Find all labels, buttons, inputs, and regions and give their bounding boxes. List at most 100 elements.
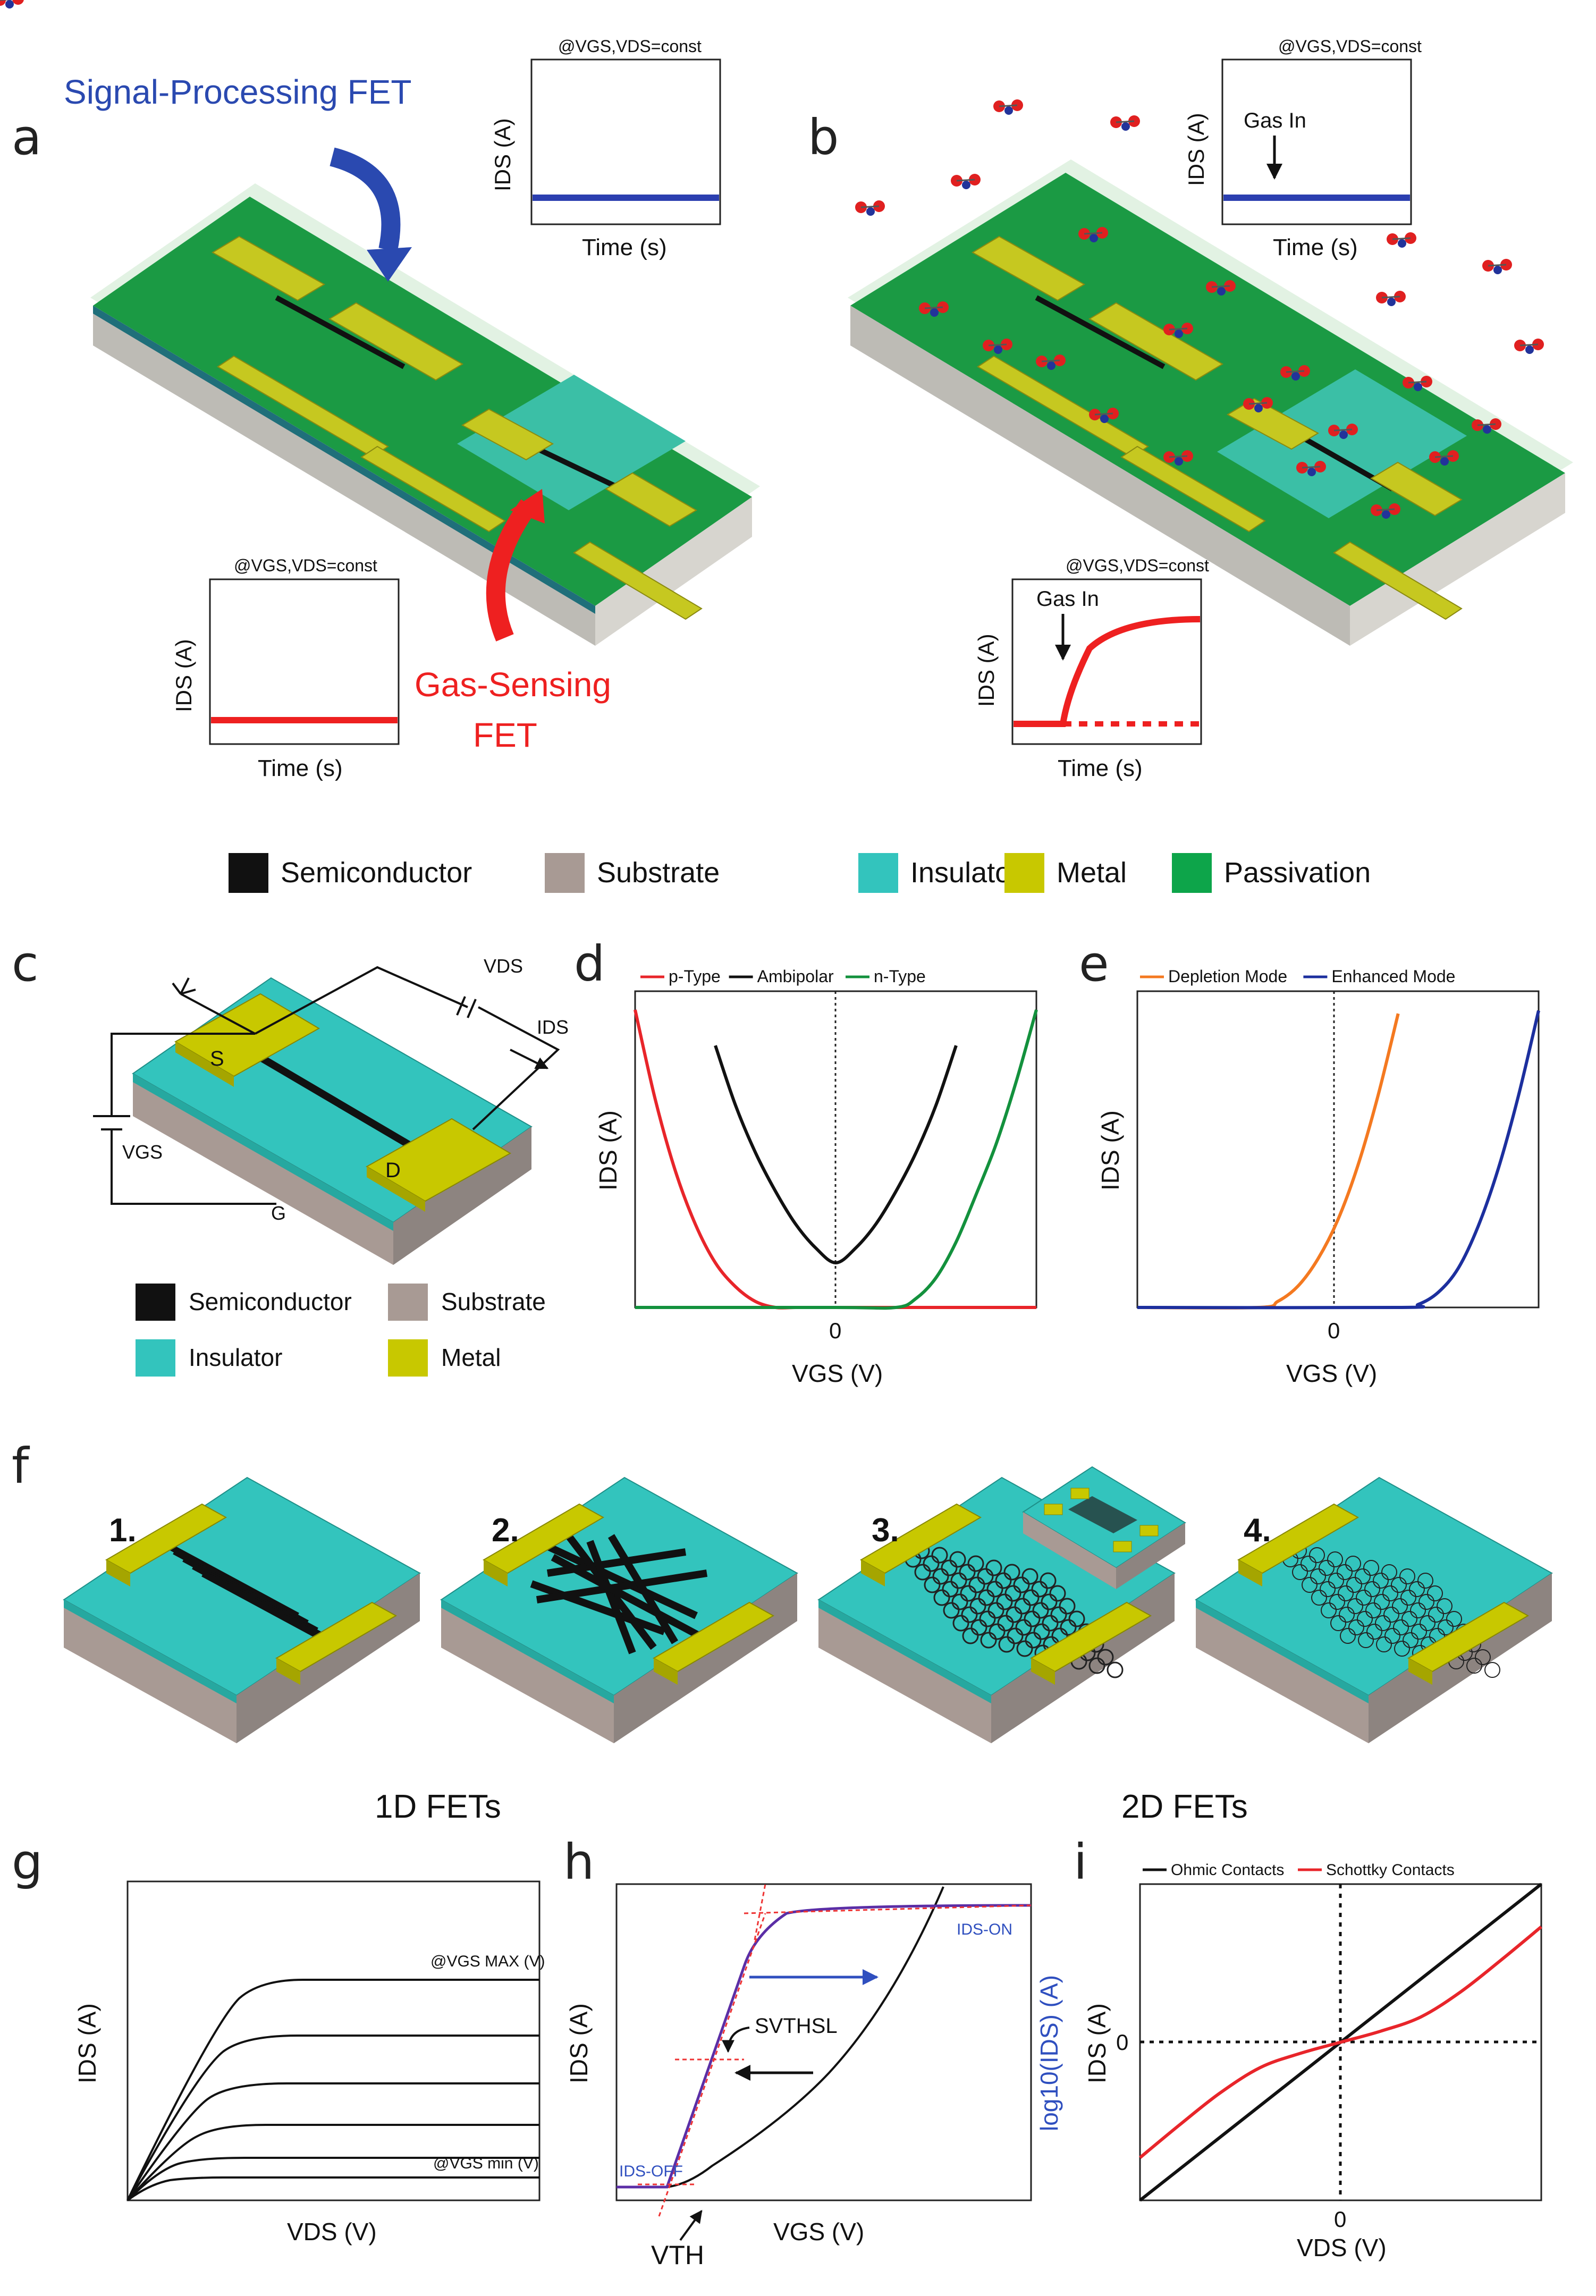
legend-label: Ambipolar <box>757 967 834 986</box>
legend-label: Semiconductor <box>189 1288 352 1315</box>
inset-xlabel: Time (s) <box>1273 234 1358 260</box>
gs-label-1: Gas-Sensing <box>415 665 611 704</box>
legend-swatch <box>858 853 898 893</box>
fit-lines <box>638 1884 1032 2217</box>
panel-e-letter: e <box>1079 935 1109 992</box>
inset-xlabel: Time (s) <box>1058 755 1143 781</box>
inset-ylabel: IDS (A) <box>974 634 999 707</box>
legend-label: Enhanced Mode <box>1331 967 1455 986</box>
legend-label: Insulator <box>910 857 1020 889</box>
legend-label: Ohmic Contacts <box>1171 1861 1284 1879</box>
panel-a-blue-arrow <box>330 147 401 252</box>
x-axis-label: VGS (V) <box>792 1360 883 1387</box>
legend-swatch <box>1172 853 1212 893</box>
panel-a-inset-bottom: @VGS,VDS=const IDS (A) Time (s) <box>171 556 400 781</box>
legend-label: Substrate <box>597 857 720 889</box>
device-number-4: 4. <box>1244 1512 1271 1549</box>
panel-a-red-arrow <box>486 499 537 641</box>
legend-swatch <box>388 1339 428 1377</box>
vth-label: VTH <box>651 2240 704 2270</box>
legend-label: Semiconductor <box>281 857 472 889</box>
device-3-inset <box>1022 1466 1186 1589</box>
zero-tick: 0 <box>829 1318 841 1343</box>
y-axis-label: IDS (A) <box>73 2003 101 2083</box>
legend-swatch <box>388 1284 428 1321</box>
legend-label: Schottky Contacts <box>1326 1861 1455 1879</box>
plot-frame <box>126 1880 541 2201</box>
panel-c-letter: c <box>12 935 39 992</box>
panel-c-circuit <box>93 966 560 1205</box>
drain-label: D <box>385 1159 401 1182</box>
gas-in-label: Gas In <box>1244 109 1306 132</box>
y-axis-label: IDS (A) <box>1083 2003 1111 2083</box>
panel-b-inset-bottom: @VGS,VDS=const Gas In IDS (A) Time (s) <box>974 556 1209 781</box>
legend-swatch <box>136 1284 175 1321</box>
legend-swatch <box>136 1339 175 1377</box>
ss-label: SVTHSL <box>755 2014 838 2038</box>
source-label: S <box>210 1047 224 1070</box>
y-zero-tick: 0 <box>1116 2030 1128 2055</box>
inset-condition: @VGS,VDS=const <box>1278 37 1422 56</box>
plot-frame <box>615 1883 1032 2201</box>
device-number-2: 2. <box>492 1512 519 1549</box>
legend-e: Depletion Mode Enhanced Mode <box>1140 967 1455 986</box>
ids-label: IDS <box>537 1016 569 1038</box>
inset-condition: @VGS,VDS=const <box>234 556 377 575</box>
inset-xlabel: Time (s) <box>258 755 343 781</box>
series-depletion-mode <box>1137 1013 1400 1310</box>
ioff-label: IDS-OFF <box>619 2163 683 2180</box>
panel-g-letter: g <box>12 1834 43 1890</box>
gate-label: G <box>271 1202 286 1224</box>
y-axis-label: IDS (A) <box>565 2003 593 2083</box>
legend-label: p-Type <box>669 967 721 986</box>
chart-e <box>1137 1010 1540 1310</box>
vgs-min-label: @VGS min (V) <box>433 2155 539 2172</box>
spf-label: Signal-Processing FET <box>64 73 411 111</box>
panel-b: b <box>0 0 1573 781</box>
panel-a-letter: a <box>12 109 41 166</box>
x-axis-label: VGS (V) <box>1286 1360 1377 1387</box>
plot-frame <box>1136 990 1540 1309</box>
legend-swatch <box>1004 853 1044 893</box>
linear-curve <box>617 1886 944 2188</box>
curve-2 <box>126 2035 539 2201</box>
gas-in-label: Gas In <box>1036 587 1099 611</box>
inset-xlabel: Time (s) <box>582 234 667 260</box>
legend-label: Insulator <box>189 1344 282 1371</box>
zero-tick: 0 <box>1328 1318 1340 1343</box>
output-curves <box>126 1979 539 2201</box>
legend-label: n-Type <box>874 967 926 986</box>
curve-5 <box>126 2157 539 2201</box>
vgs-label: VGS <box>122 1141 163 1163</box>
panel-b-letter: b <box>808 109 839 166</box>
group-label-2d: 2D FETs <box>1121 1788 1248 1825</box>
x-zero-tick: 0 <box>1334 2207 1346 2232</box>
group-label-1d: 1D FETs <box>375 1788 501 1825</box>
inset-condition: @VGS,VDS=const <box>1066 556 1209 575</box>
ion-label: IDS-ON <box>957 1921 1012 1938</box>
curve-vgs-min <box>126 2176 539 2201</box>
legend-label: Metal <box>1057 857 1127 889</box>
curve-4 <box>126 2124 539 2201</box>
x-axis-label: VGS (V) <box>773 2218 864 2246</box>
device-1 <box>63 1476 421 1743</box>
panel-h-letter: h <box>563 1834 594 1890</box>
panel-b-device <box>848 159 1573 646</box>
y-axis-label: IDS (A) <box>1096 1110 1124 1191</box>
panel-f: f 1. 2. 3. 4. 1D FETs 2D FETs <box>12 1438 1553 1825</box>
series-ambipolar <box>714 1045 958 1265</box>
x-axis-label: VDS (V) <box>287 2218 377 2246</box>
panel-i-letter: i <box>1074 1834 1087 1890</box>
legend-swatch <box>545 853 585 893</box>
legend-label: Depletion Mode <box>1168 967 1287 986</box>
vds-label: VDS <box>484 955 523 977</box>
panel-a: a <box>12 37 760 781</box>
device-4 <box>1195 1476 1553 1743</box>
legend-swatch <box>229 853 268 893</box>
device-2 <box>440 1476 798 1743</box>
